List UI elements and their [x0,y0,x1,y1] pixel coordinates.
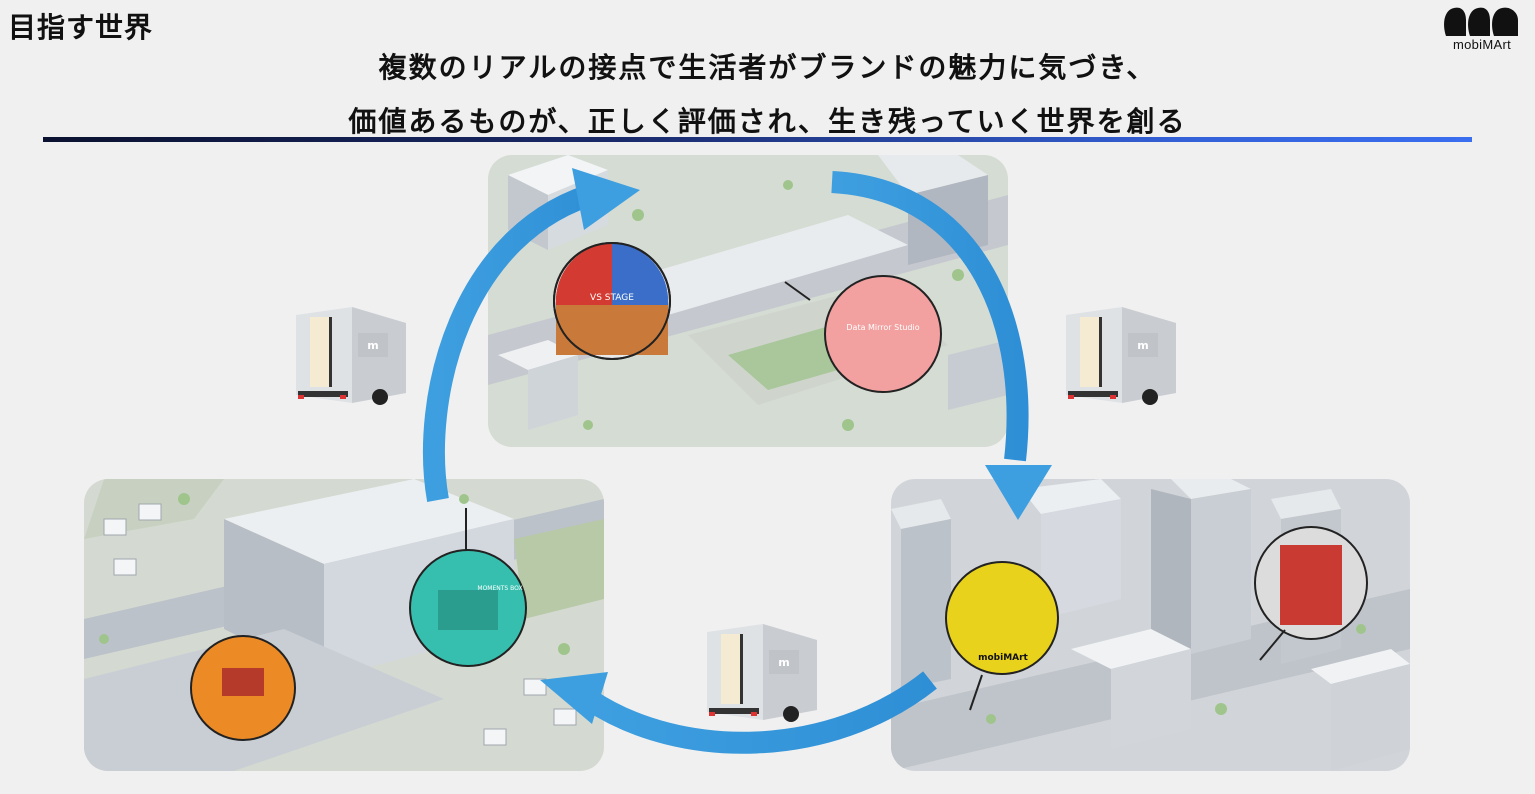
mobimart-logo: mobiMArt [1440,4,1524,54]
headline-line-1: 複数のリアルの接点で生活者がブランドの魅力に気づき、 [378,51,1157,84]
title-divider [43,137,1472,142]
logo-text: mobiMArt [1452,37,1512,52]
logo-mark-icon [1444,7,1518,37]
page-title: 目指す世界 [8,11,154,44]
scene-downtown [891,479,1410,771]
headline-line-2: 価値あるものが、正しく評価され、生き残っていく世界を創る [348,105,1187,138]
svg-text:m: m [778,656,789,669]
truck-icon-bottom: m [707,624,817,722]
scene-station-plaza [488,155,1008,447]
svg-text:m: m [1137,339,1148,352]
scene-shopping-mall [84,479,604,771]
svg-text:m: m [367,339,378,352]
truck-icon-left: m [296,307,406,405]
truck-icon-right: m [1066,307,1176,405]
